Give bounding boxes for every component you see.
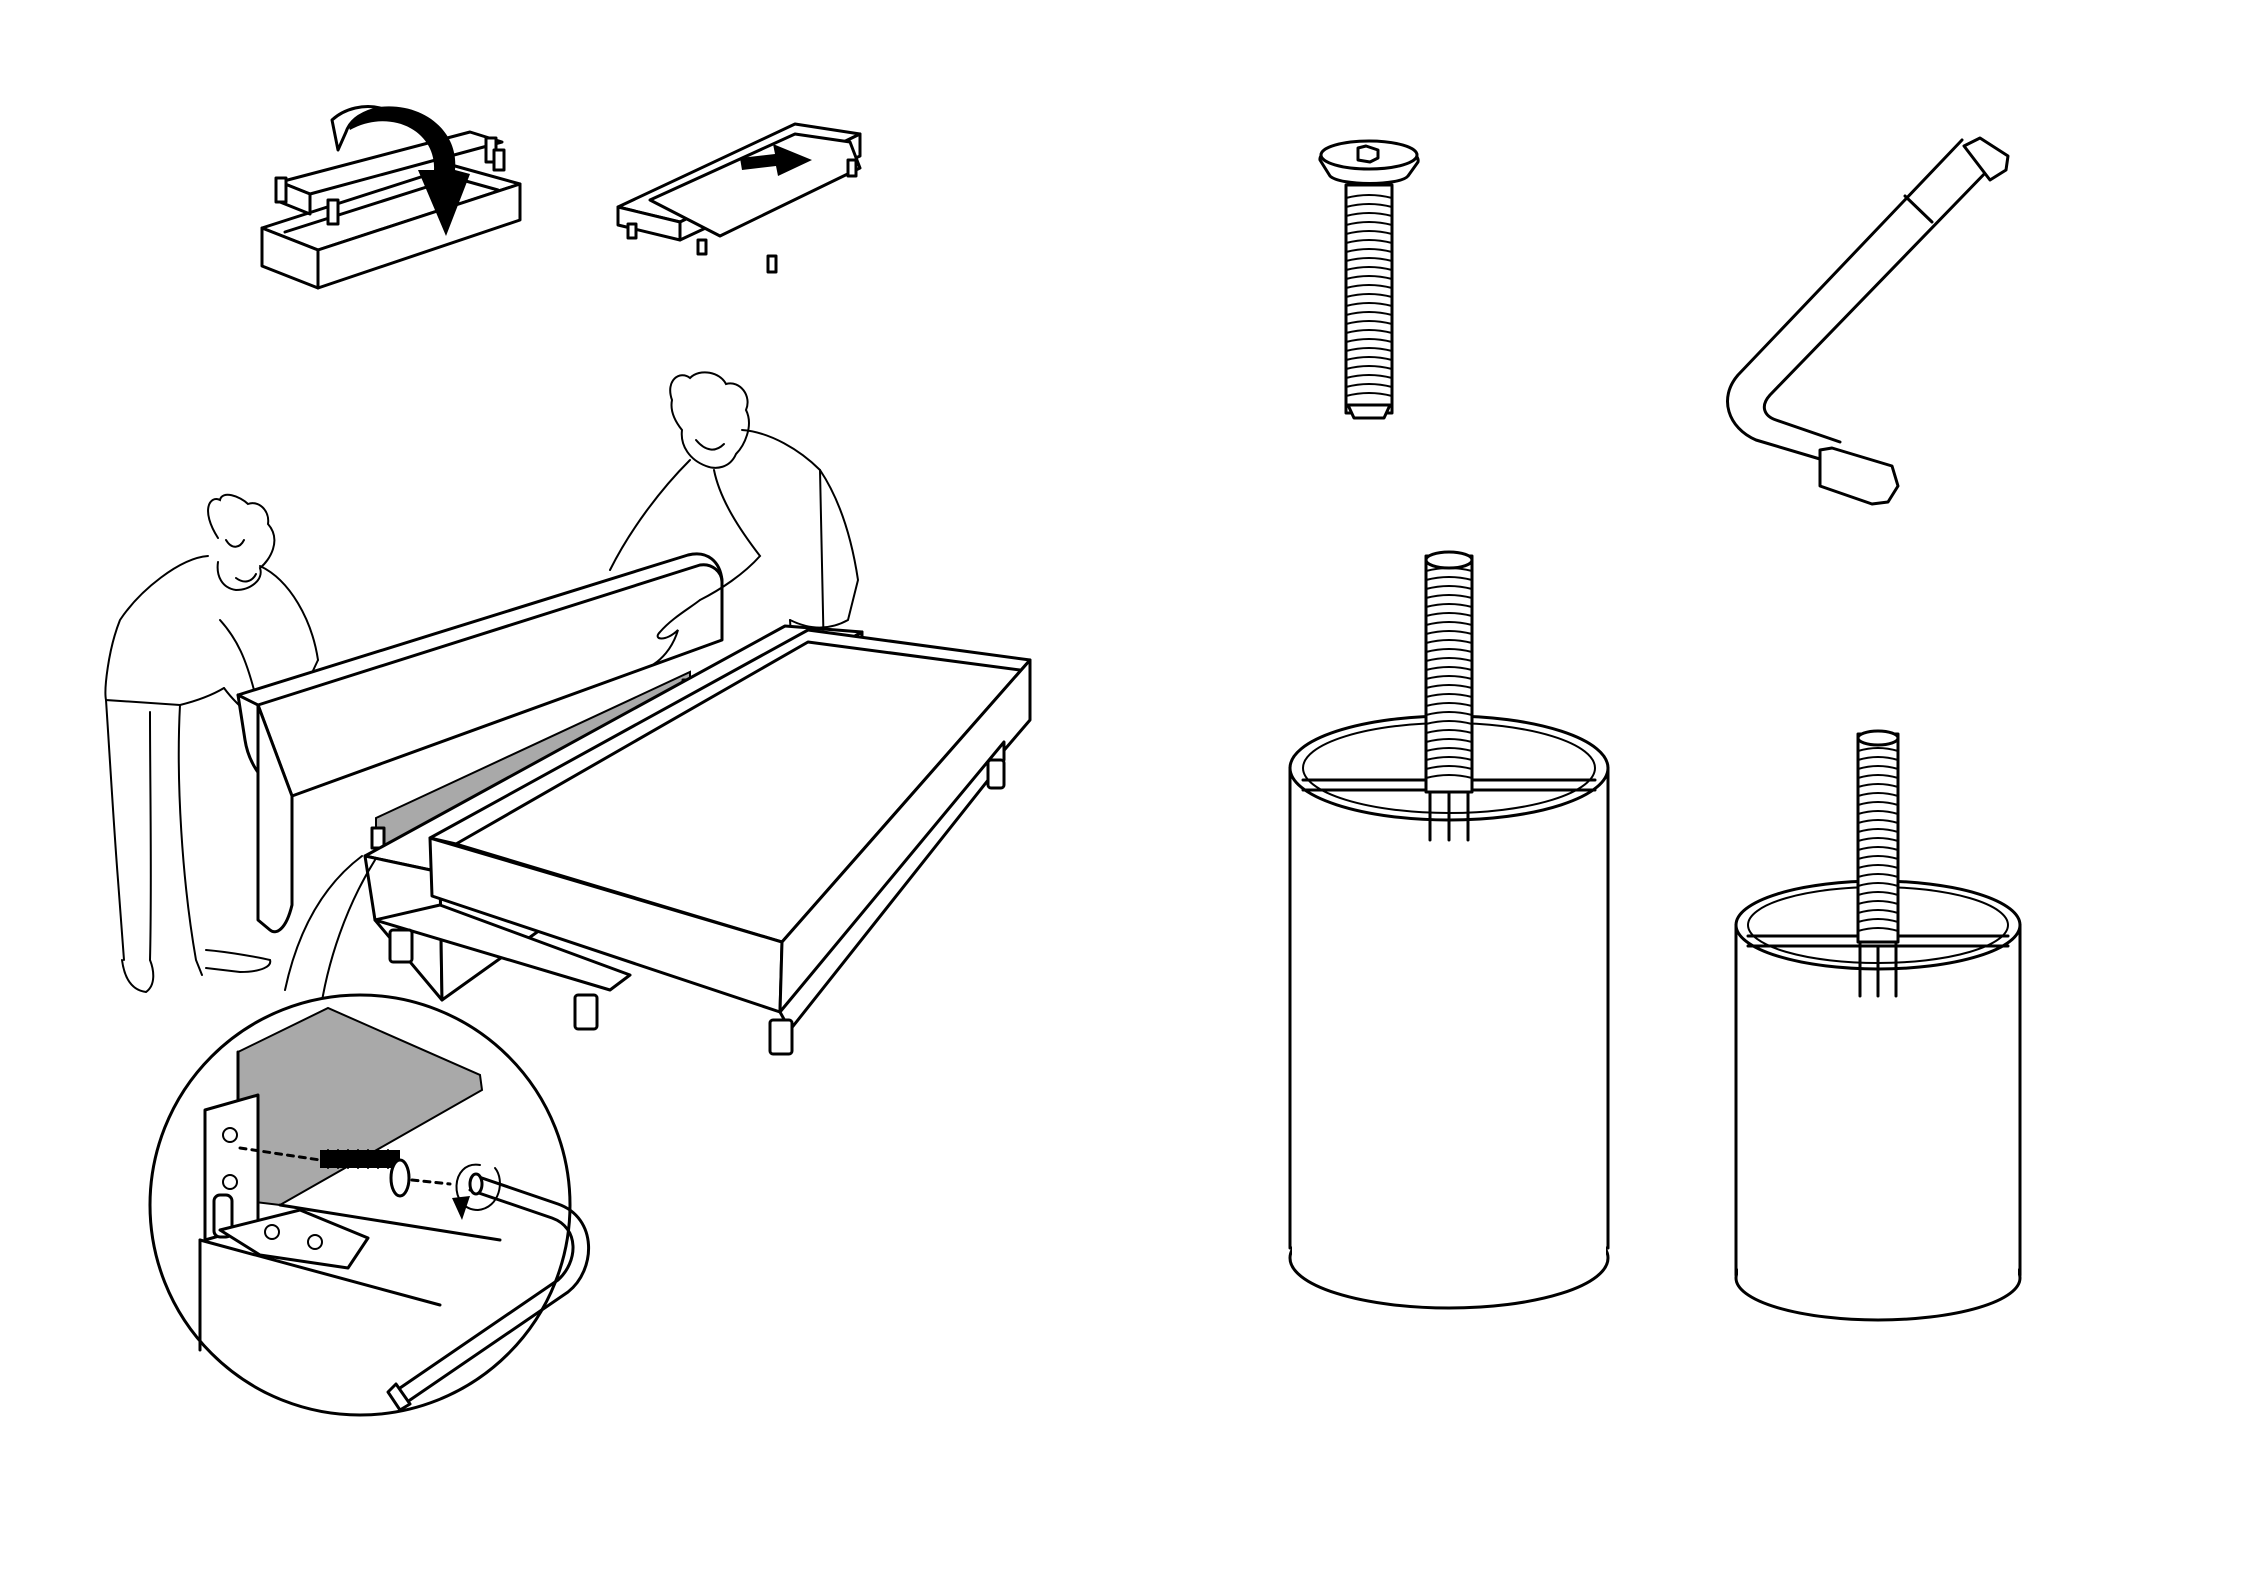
screw <box>1320 141 1418 418</box>
flip-frame-step <box>262 106 520 288</box>
allen-key <box>1728 138 2008 504</box>
short-leg <box>1736 731 2020 1320</box>
tall-leg <box>1290 552 1608 1308</box>
slide-mattress-step <box>618 124 860 272</box>
